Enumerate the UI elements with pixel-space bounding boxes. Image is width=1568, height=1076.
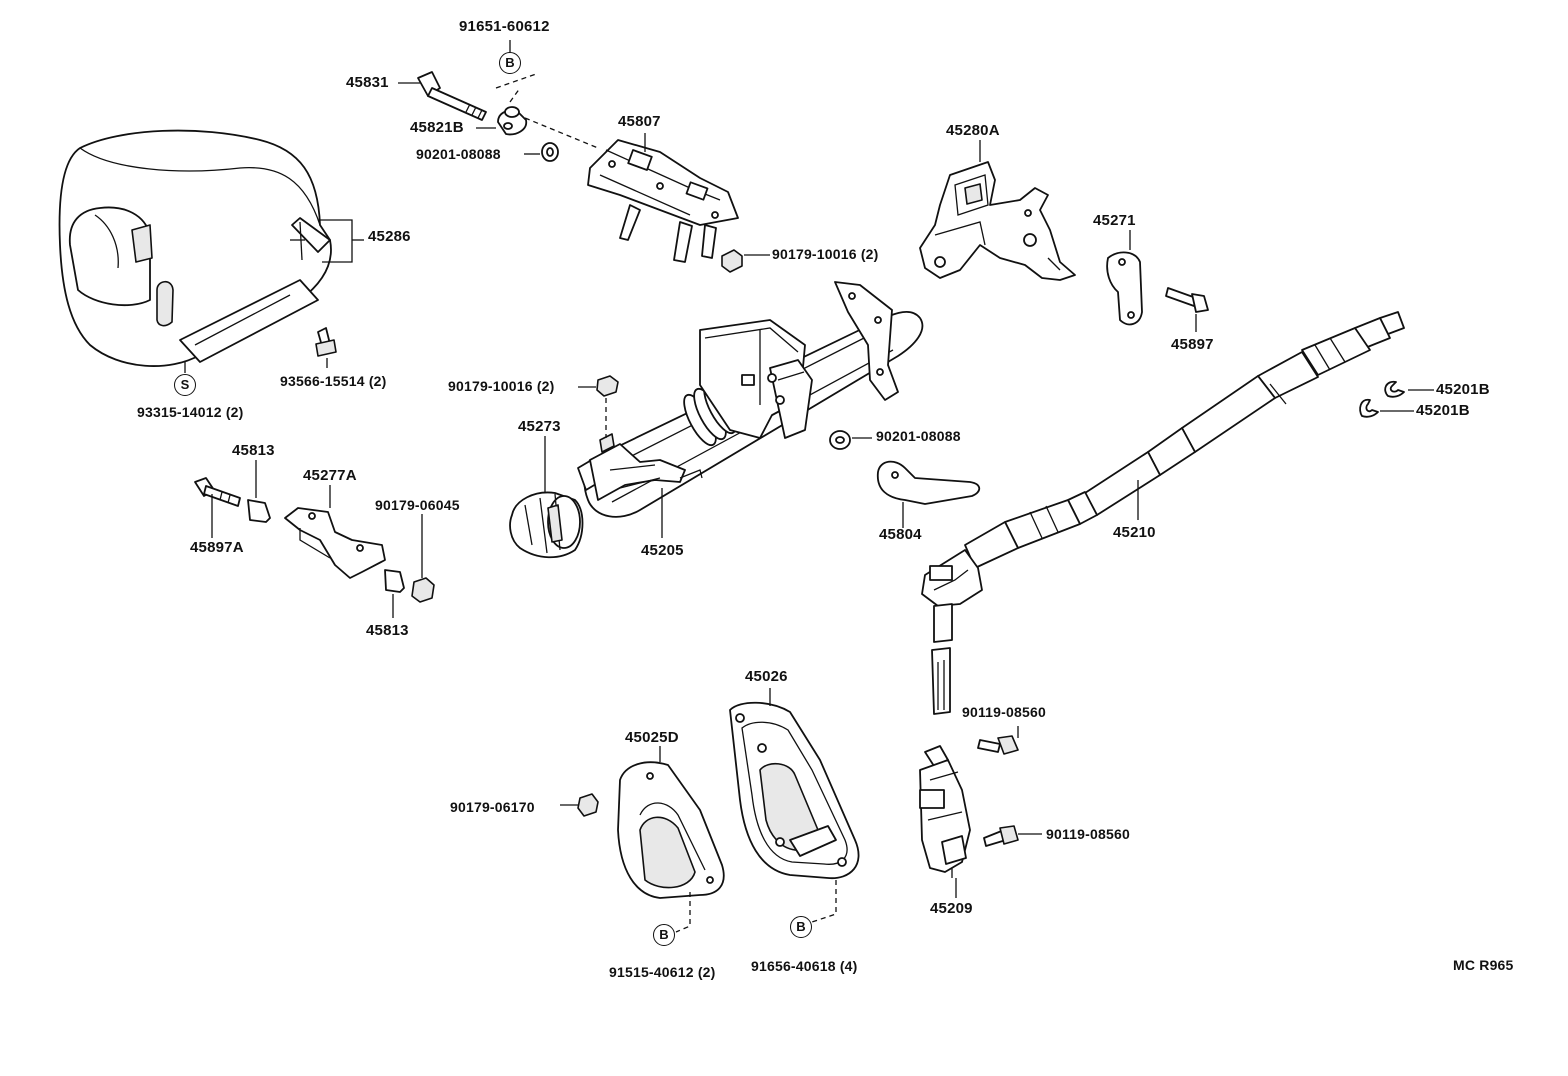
label-45813-lower: 45813 [366, 622, 409, 639]
clip-45201b-2 [1359, 398, 1379, 418]
label-45205: 45205 [641, 542, 684, 559]
collar-45813b [384, 569, 405, 593]
marker-b-left: B [653, 924, 675, 946]
label-45201b-lower: 45201B [1416, 402, 1470, 419]
label-93315-14012: 93315-14012 (2) [137, 404, 244, 420]
nut-90179a [721, 249, 743, 273]
dash-b1 [495, 73, 537, 103]
label-90179-10016-top: 90179-10016 (2) [772, 246, 879, 262]
label-45210: 45210 [1113, 524, 1156, 541]
marker-b-top: B [499, 52, 521, 74]
cover-45025d [617, 761, 725, 899]
collar-45813a [247, 499, 271, 523]
bolt-90119a [977, 735, 1019, 755]
washer-45821b [497, 106, 528, 136]
label-45286: 45286 [368, 228, 411, 245]
label-93566-15514: 93566-15514 (2) [280, 373, 387, 389]
nut-90201b [829, 430, 851, 450]
clip-45201b-1 [1384, 380, 1405, 398]
marker-s: S [174, 374, 196, 396]
label-90201-08088-mid: 90201-08088 [876, 428, 961, 444]
shaft-45210 [921, 311, 1405, 715]
sleeve-45273 [509, 491, 584, 559]
column-tube-45205 [577, 281, 924, 518]
nut-90179c [411, 577, 435, 603]
label-45897: 45897 [1171, 336, 1214, 353]
label-91651-60612: 91651-60612 [459, 18, 550, 35]
boot-45026 [729, 701, 860, 879]
lock-housing-45280a [919, 161, 1076, 281]
label-91656-40618: 91656-40618 (4) [751, 958, 858, 974]
label-90179-06045: 90179-06045 [375, 497, 460, 513]
label-90119-08560-lower: 90119-08560 [1046, 826, 1130, 842]
clamp-45271 [1106, 251, 1143, 326]
nut-90179d [577, 793, 599, 817]
label-45025d: 45025D [625, 729, 679, 746]
nut-90201a [541, 142, 559, 162]
bolt-90119b [983, 825, 1019, 847]
bracket-45807 [587, 139, 739, 263]
label-45277a: 45277A [303, 467, 357, 484]
bolt-45897 [1165, 287, 1209, 313]
bolt-45897a [194, 477, 241, 507]
leader-45286 [318, 219, 353, 263]
screw-93566 [315, 327, 337, 368]
label-91515-40612: 91515-40612 (2) [609, 964, 716, 980]
diagram-code: MC R965 [1453, 957, 1514, 973]
label-90119-08560-upper: 90119-08560 [962, 704, 1046, 720]
nut-90179b [596, 375, 619, 397]
label-45209: 45209 [930, 900, 973, 917]
label-90179-06170: 90179-06170 [450, 799, 535, 815]
label-45804: 45804 [879, 526, 922, 543]
label-45273: 45273 [518, 418, 561, 435]
label-45026: 45026 [745, 668, 788, 685]
label-45831: 45831 [346, 74, 389, 91]
marker-b-right: B [790, 916, 812, 938]
label-45821b: 45821B [410, 119, 464, 136]
bracket-45277a [284, 507, 386, 579]
dash-b3 [811, 880, 837, 923]
bracket-45804 [876, 460, 981, 505]
label-90201-08088-top: 90201-08088 [416, 146, 501, 162]
dash-b2 [675, 892, 691, 933]
label-45280a: 45280A [946, 122, 1000, 139]
label-45807: 45807 [618, 113, 661, 130]
label-45813-upper: 45813 [232, 442, 275, 459]
label-45201b-upper: 45201B [1436, 381, 1490, 398]
label-90179-10016-mid: 90179-10016 (2) [448, 378, 555, 394]
column-cover-45286 [58, 129, 332, 367]
bolt-45831 [417, 71, 487, 121]
joint-45209 [919, 745, 971, 878]
label-45271: 45271 [1093, 212, 1136, 229]
dash-45807 [524, 117, 599, 149]
label-45897a: 45897A [190, 539, 244, 556]
